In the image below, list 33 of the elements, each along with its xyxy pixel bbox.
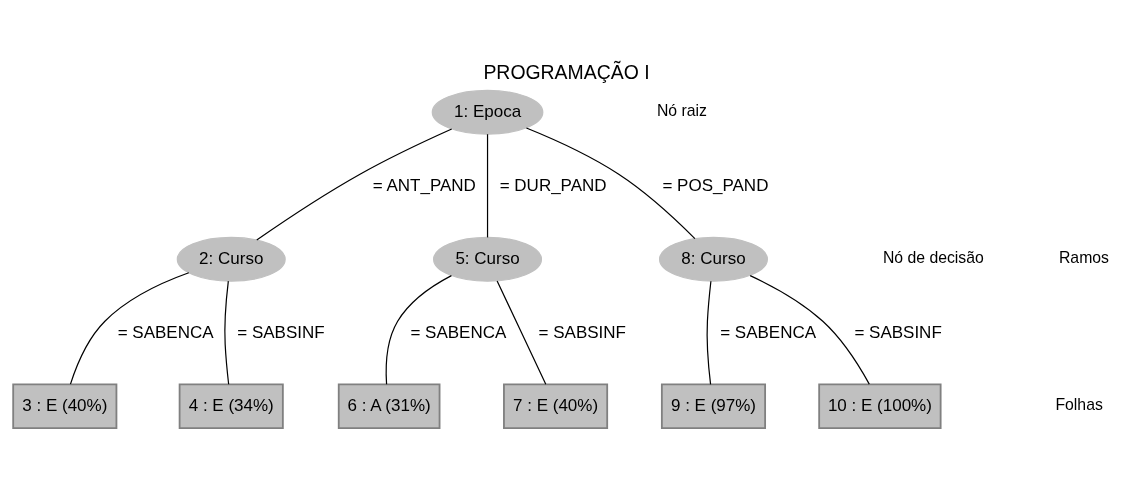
edge-label: = SABSINF bbox=[538, 322, 626, 342]
label: Folhas bbox=[1055, 395, 1103, 413]
edge-label: = SABENCA bbox=[117, 322, 214, 342]
label: Nó raiz bbox=[656, 101, 707, 119]
edge-label: = SABENCA bbox=[720, 322, 817, 342]
connector bbox=[224, 280, 230, 385]
node-ellipse: 1: Epoca bbox=[431, 89, 544, 135]
connector bbox=[385, 274, 453, 385]
edge-label: = SABENCA bbox=[410, 322, 507, 342]
edge-label: = POS_PAND bbox=[662, 175, 769, 195]
connector bbox=[486, 133, 489, 238]
connector bbox=[525, 126, 696, 239]
connector bbox=[496, 279, 547, 385]
connector bbox=[749, 274, 870, 385]
edge-label: = DUR_PAND bbox=[499, 175, 607, 195]
node-box: 9 : E (97%) bbox=[660, 383, 766, 429]
node-box: 10 : E (100%) bbox=[818, 383, 942, 429]
node-ellipse: 2: Curso bbox=[176, 236, 286, 282]
node-box: 7 : E (40%) bbox=[503, 383, 609, 429]
node-box: 6 : A (31%) bbox=[337, 383, 441, 429]
node-box: 3 : E (40%) bbox=[12, 383, 118, 429]
node-ellipse: 8: Curso bbox=[658, 236, 768, 282]
edge-label: = ANT_PAND bbox=[372, 175, 476, 195]
label: Nó de decisão bbox=[882, 248, 984, 266]
diagram-title: PROGRAMAÇÃO I bbox=[483, 60, 650, 83]
edge-label: = SABSINF bbox=[854, 322, 942, 342]
node-ellipse: 5: Curso bbox=[433, 236, 543, 282]
label: Ramos bbox=[1058, 248, 1109, 266]
connector bbox=[69, 271, 190, 385]
connector bbox=[256, 127, 453, 241]
node-box: 4 : E (34%) bbox=[178, 383, 284, 429]
edge-label: = SABSINF bbox=[237, 322, 325, 342]
connector bbox=[706, 280, 712, 385]
